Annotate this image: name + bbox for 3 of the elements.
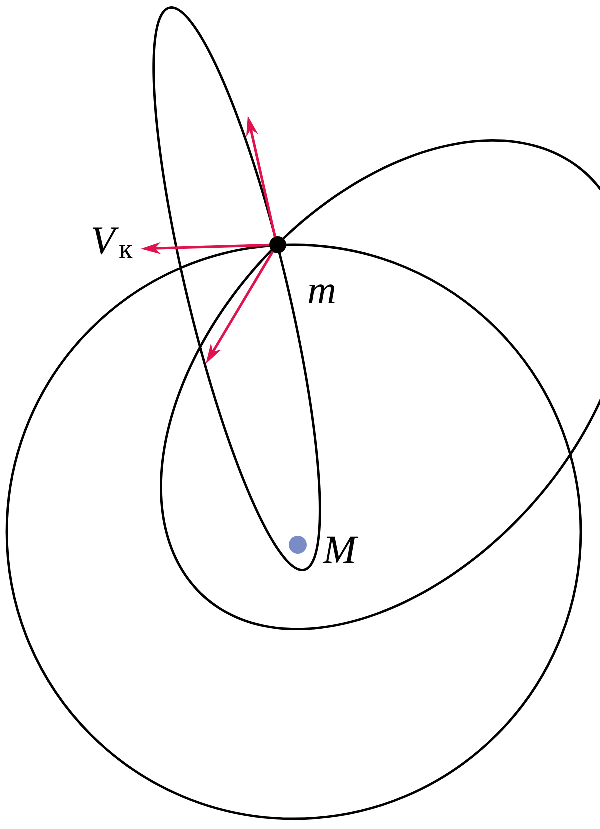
vector-label: V$_{к}$ — [92, 228, 133, 258]
mass-label: M — [322, 536, 358, 564]
mass-label: m — [309, 284, 335, 304]
